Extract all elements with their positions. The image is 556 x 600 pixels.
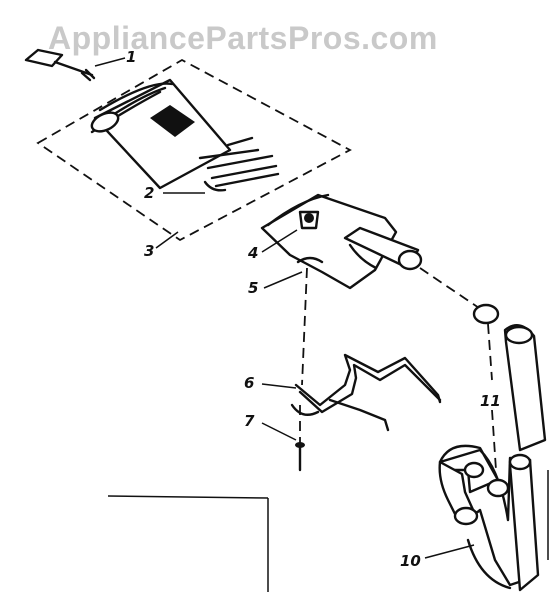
kit-outline [36,58,352,242]
callout-1: 1 [126,48,136,66]
watermark-text: AppliancePartsPros.com [48,20,438,56]
callout-11: 11 [480,392,501,410]
callout-2: 2 [144,184,154,202]
part-7-screw [261,422,305,472]
callout-3: 3 [144,242,154,260]
valve-housing [260,193,423,290]
callout-6: 6 [244,374,254,392]
filter-cartridge [90,78,280,194]
callout-10: 10 [400,552,421,570]
callout-5: 5 [248,279,258,297]
part-1-clip [24,48,126,82]
callout-4: 4 [247,244,258,262]
part-10-pipe-assembly [424,303,547,592]
part-6-wire-bracket [261,353,442,432]
callout-7: 7 [244,412,255,430]
